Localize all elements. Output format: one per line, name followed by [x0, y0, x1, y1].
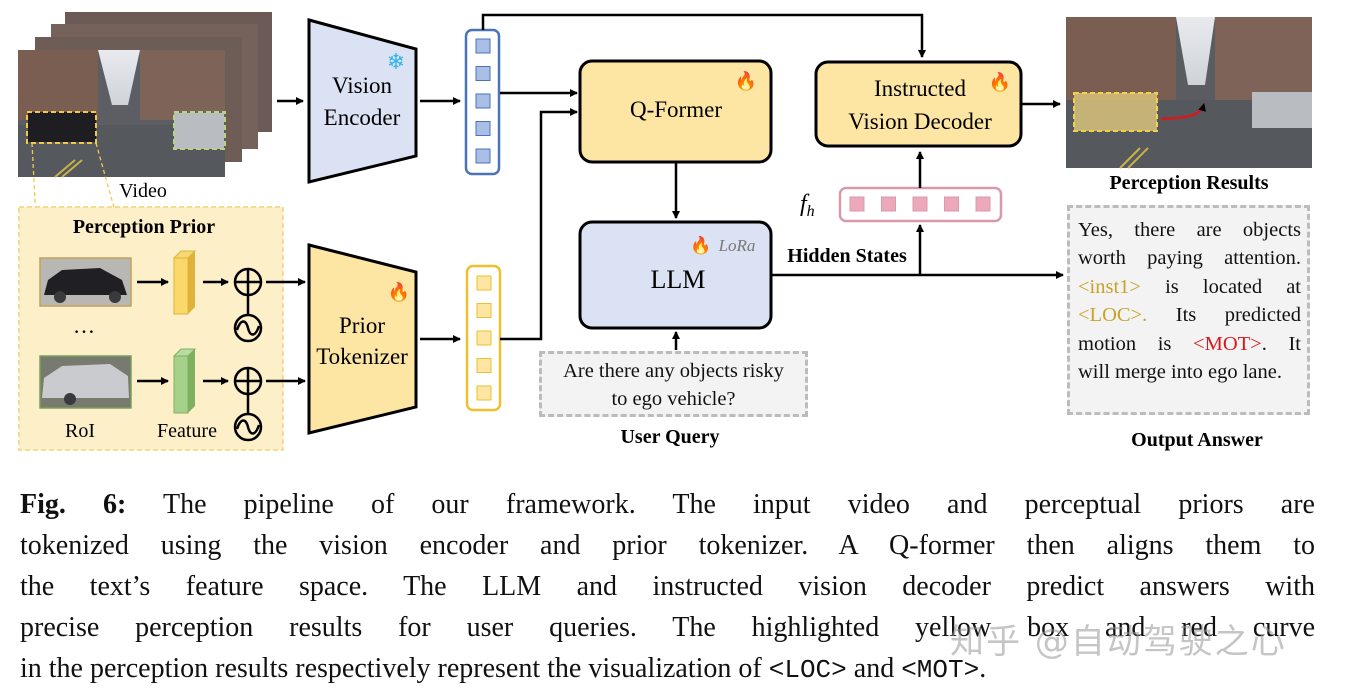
roi-label: RoI [65, 420, 95, 442]
inst-token: <inst1> [1078, 275, 1141, 298]
output-answer-title: Output Answer [1131, 429, 1263, 451]
answer-line: Yes, there are objects [1078, 219, 1301, 241]
token-square [475, 93, 491, 109]
video-label: Video [119, 180, 167, 202]
user-query-title: User Query [620, 426, 719, 448]
mot-code: <MOT> [901, 655, 980, 685]
fh-label: fh [800, 191, 815, 220]
token-square [475, 38, 491, 54]
decoder-label-1: Instructed [874, 76, 966, 101]
user-query-line1: Are there any objects risky [563, 360, 784, 382]
vision-encoder-label-2: Encoder [324, 105, 401, 130]
figure-caption: Fig. 6: The pipeline of our framework. T… [20, 484, 1315, 691]
video-frame-main [18, 50, 226, 178]
snowflake-icon: ❄ [387, 49, 405, 74]
token-square [475, 121, 491, 136]
add-position-encoding-bottom [233, 366, 263, 442]
llm-label: LLM [651, 265, 706, 294]
token-square [944, 196, 959, 212]
token-square [476, 330, 492, 346]
hidden-states-label: Hidden States [787, 245, 907, 267]
token-square [475, 148, 491, 164]
prior-tokenizer-label-1: Prior [339, 313, 385, 338]
prior-tokenizer-label-2: Tokenizer [316, 344, 408, 369]
answer-line: <inst1> is located at [1078, 275, 1301, 298]
caption-line: precise perception results for user quer… [20, 612, 1315, 643]
video-frames [18, 12, 272, 178]
caption-line: tokenized using the vision encoder and p… [20, 530, 1315, 561]
feature-cuboid-green [172, 348, 197, 414]
loc-code: <LOC> [768, 655, 847, 685]
perception-prior-panel [18, 206, 284, 451]
output-answer-box: Yes, there are objects worth paying atte… [1067, 205, 1310, 415]
add-position-encoding-top [233, 267, 263, 343]
token-square [912, 196, 928, 212]
loc-token: <LOC>. [1078, 304, 1148, 327]
decoder-label-2: Vision Decoder [848, 109, 992, 134]
fire-icon: 🔥 [989, 71, 1011, 92]
lora-badge: LoRa [718, 236, 756, 255]
perception-results-image [1066, 17, 1312, 169]
perception-prior-title: Perception Prior [73, 216, 215, 238]
token-square [475, 66, 491, 81]
vision-token-column [464, 28, 501, 176]
answer-line: will merge into ego lane. [1078, 361, 1282, 384]
fire-icon: 🔥 [690, 235, 711, 255]
token-square [476, 275, 492, 291]
sine-wave-icon [233, 313, 263, 343]
hidden-token-row [838, 186, 1003, 223]
user-query-box: Are there any objects risky to ego vehic… [539, 351, 808, 417]
token-square [881, 196, 896, 212]
user-query-line2: to ego vehicle? [611, 388, 736, 410]
q-former-label: Q-Former [630, 97, 722, 122]
prior-token-column [465, 264, 502, 412]
perception-results-label: Perception Results [1109, 172, 1268, 194]
watermark: 知乎 @自动驾驶之心 [950, 622, 1287, 662]
token-square [849, 196, 865, 212]
answer-line: motion is <MOT>. It [1078, 332, 1301, 355]
vision-encoder [307, 18, 418, 184]
caption-label: Fig. 6: [20, 489, 127, 520]
caption-line: in the perception results respectively r… [20, 653, 987, 685]
token-square [975, 196, 991, 212]
fire-icon: 🔥 [388, 281, 410, 302]
vision-encoder-label-1: Vision [332, 73, 392, 98]
feature-label: Feature [157, 420, 217, 442]
ellipsis: … [73, 313, 95, 338]
fire-icon: 🔥 [735, 70, 757, 91]
token-square [476, 385, 492, 401]
token-square [476, 358, 492, 373]
feature-cuboid-yellow [172, 250, 197, 315]
token-square [476, 303, 492, 318]
roi-image-silver-car [39, 355, 132, 409]
answer-line: <LOC>. Its predicted [1078, 304, 1301, 327]
answer-line: worth paying attention. [1078, 247, 1301, 270]
roi-image-dark-car [39, 257, 132, 307]
prior-tokenizer [307, 243, 418, 435]
pipeline-diagram: Video Perception Prior … RoI Feature [18, 12, 1312, 451]
caption-line: the text’s feature space. The LLM and in… [20, 571, 1315, 602]
caption-line: Fig. 6: The pipeline of our framework. T… [20, 489, 1315, 520]
mot-token: <MOT> [1193, 332, 1262, 355]
sine-wave-icon [233, 412, 263, 442]
